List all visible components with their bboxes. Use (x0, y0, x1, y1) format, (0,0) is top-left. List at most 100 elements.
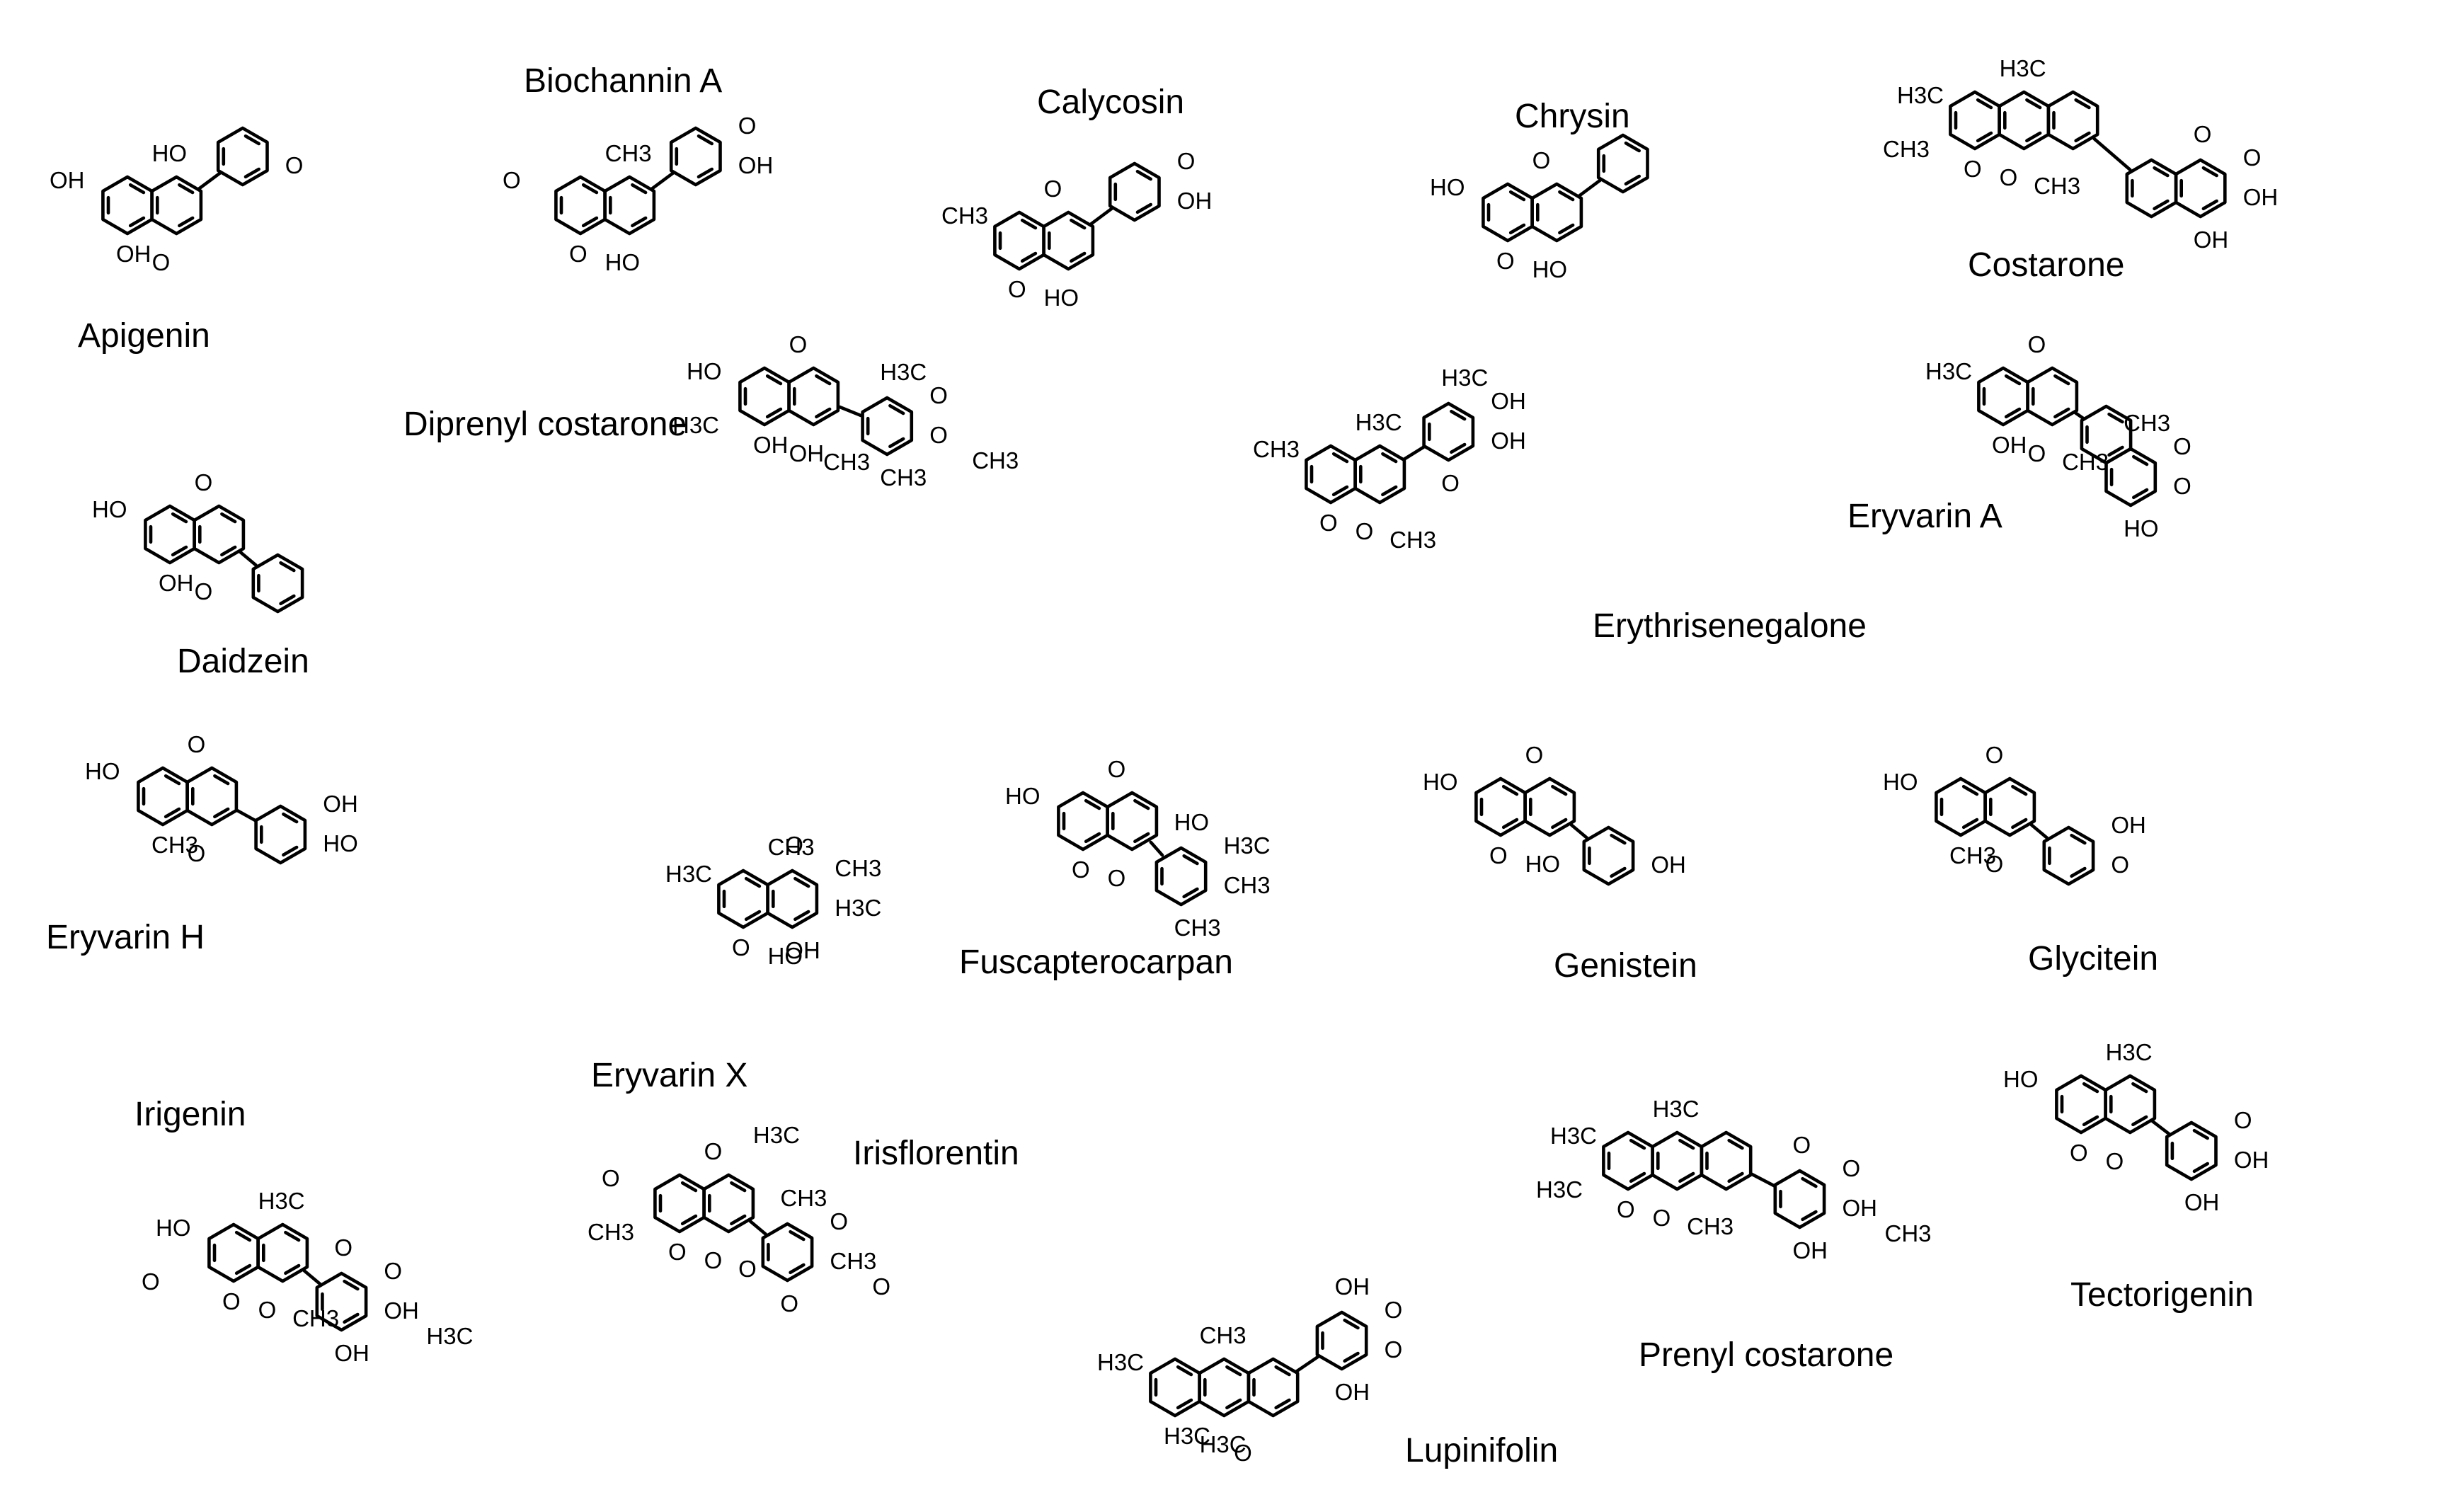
genistein-atom-label: HO (1423, 769, 1458, 795)
tectorigenin-ring-3 (2165, 1120, 2218, 1181)
irisflorentin-ring-3-double-bond (789, 1229, 806, 1242)
calycosin-ring-3-double-bond (1135, 169, 1152, 181)
erythrisenegalone-ring-3 (1422, 401, 1475, 462)
costarone-ring-3 (2046, 90, 2099, 151)
irisflorentin-ring-2-double-bond (730, 1181, 747, 1193)
irisflorentin-ring-2 (702, 1173, 755, 1234)
eryvarin-x-ring-1-double-bond (744, 910, 762, 922)
eryvarin-a-atom-label: CH3 (2124, 410, 2170, 436)
eryvarin-h-link-bond (234, 808, 258, 822)
biochannin-a-ring-1-double-bond (581, 183, 599, 195)
eryvarin-x-ring-2-double-bond (793, 910, 810, 922)
costarone-atom-label: OH (2243, 184, 2279, 210)
eryvarin-x-ring-2 (766, 868, 819, 929)
irigenin-atom-label: O (334, 1234, 353, 1261)
eryvarin-a-atom-label: O (2173, 473, 2191, 499)
costarone-atom-label: CH3 (2034, 173, 2080, 199)
irigenin-atom-label: O (142, 1268, 160, 1295)
prenyl-costarone-ring-2-double-bond (1678, 1171, 1695, 1183)
calycosin-ring-1 (993, 210, 1045, 271)
fuscapterocarpan-atom-label: O (1072, 856, 1090, 883)
costarone-ring-4-double-bond (2153, 166, 2170, 178)
irisflorentin-ring-1 (653, 1173, 706, 1234)
structure-diprenyl-costarone (738, 366, 914, 457)
eryvarin-h-atom-label: O (188, 840, 206, 866)
structure-lupinifolin (1149, 1310, 1368, 1418)
irisflorentin-atom-label: CH3 (780, 1185, 827, 1211)
prenyl-costarone-ring-2 (1651, 1130, 1704, 1191)
compound-name-calycosin: Calycosin (1037, 84, 1184, 121)
prenyl-costarone-ring-1 (1602, 1130, 1654, 1191)
costarone-link-bond (2092, 137, 2132, 172)
irigenin-link-bond (302, 1269, 321, 1285)
fuscapterocarpan-ring-1-double-bond (1084, 798, 1101, 810)
irisflorentin-atom-label: O (738, 1256, 757, 1282)
tectorigenin-ring-2-double-bond (2131, 1082, 2148, 1094)
irisflorentin-atom-label: O (668, 1239, 687, 1265)
compound-name-erythrisenegalone: Erythrisenegalone (1593, 607, 1867, 645)
eryvarin-x-atom-label: H3C (835, 895, 881, 921)
irisflorentin-atom-label: CH3 (830, 1248, 876, 1274)
prenyl-costarone-ring-3 (1700, 1130, 1753, 1191)
fuscapterocarpan-ring-2-double-bond (1133, 798, 1150, 810)
diprenyl-costarone-atom-label: H3C (880, 359, 927, 385)
costarone-ring-3-double-bond (2074, 98, 2091, 110)
erythrisenegalone-ring-2 (1353, 444, 1406, 505)
costarone-ring-2-double-bond (2025, 131, 2042, 143)
erythrisenegalone-atom-label: H3C (1356, 409, 1402, 435)
erythrisenegalone-ring-2-double-bond (1381, 452, 1398, 464)
genistein-ring-3 (1582, 825, 1635, 886)
biochannin-a-ring-3 (669, 126, 722, 187)
calycosin-ring-1-double-bond (1020, 218, 1038, 230)
compound-name-prenyl-costarone: Prenyl costarone (1639, 1336, 1893, 1374)
calycosin-ring-3 (1108, 161, 1161, 222)
apigenin-ring-3 (216, 126, 269, 187)
irigenin-atom-label: O (384, 1258, 402, 1284)
diprenyl-costarone-atom-label: OH (789, 440, 825, 466)
biochannin-a-atom-label: O (569, 241, 588, 267)
chrysin-ring-2-double-bond (1558, 190, 1575, 202)
fuscapterocarpan-atom-label: O (1108, 756, 1126, 782)
lupinifolin-atom-label: H3C (1200, 1431, 1247, 1457)
glycitein-ring-1-double-bond (1961, 818, 1979, 830)
glycitein-ring-2 (1983, 776, 2036, 837)
fuscapterocarpan-ring-1 (1057, 791, 1109, 852)
lupinifolin-ring-1 (1149, 1357, 1201, 1418)
eryvarin-h-ring-2 (185, 766, 239, 827)
irigenin-atom-label: H3C (426, 1323, 473, 1349)
irisflorentin-ring-3-double-bond (789, 1263, 806, 1275)
irisflorentin-link-bond (748, 1220, 767, 1236)
tectorigenin-atom-label: O (2106, 1148, 2124, 1174)
chrysin-ring-1-double-bond (1508, 190, 1526, 202)
eryvarin-a-ring-1-double-bond (2004, 407, 2022, 419)
eryvarin-a-atom-label: CH3 (2062, 449, 2109, 475)
prenyl-costarone-atom-label: O (1793, 1132, 1811, 1158)
compound-name-daidzein: Daidzein (177, 643, 309, 680)
irisflorentin-atom-label: O (602, 1165, 620, 1191)
apigenin-ring-3-double-bond (243, 134, 261, 146)
daidzein-ring-3-double-bond (279, 561, 296, 573)
apigenin-atom-label: O (152, 249, 171, 275)
daidzein-atom-label: OH (159, 570, 194, 596)
diprenyl-costarone-atom-label: CH3 (880, 464, 927, 491)
eryvarin-a-atom-label: O (2028, 331, 2046, 357)
glycitein-atom-label: O (1985, 851, 2004, 877)
costarone-ring-4-double-bond (2153, 199, 2170, 211)
lupinifolin-atom-label: CH3 (1200, 1322, 1247, 1348)
diprenyl-costarone-atom-label: CH3 (972, 447, 1019, 474)
chrysin-ring-3-double-bond (1624, 141, 1641, 153)
calycosin-ring-1-double-bond (1020, 251, 1038, 263)
apigenin-atom-label: HO (152, 140, 188, 166)
erythrisenegalone-atom-label: H3C (1441, 365, 1488, 391)
costarone-ring-2 (1998, 90, 2051, 151)
costarone-ring-4 (2125, 158, 2178, 219)
irisflorentin-ring-1-double-bond (680, 1214, 698, 1226)
costarone-ring-5-double-bond (2201, 199, 2218, 211)
diprenyl-costarone-ring-2 (787, 366, 840, 427)
compound-name-costarone: Costarone (1968, 246, 2124, 284)
irisflorentin-atom-label: O (780, 1290, 798, 1317)
calycosin-ring-2-double-bond (1070, 218, 1087, 230)
biochannin-a-ring-2-double-bond (631, 183, 648, 195)
structure-irigenin (207, 1222, 368, 1332)
